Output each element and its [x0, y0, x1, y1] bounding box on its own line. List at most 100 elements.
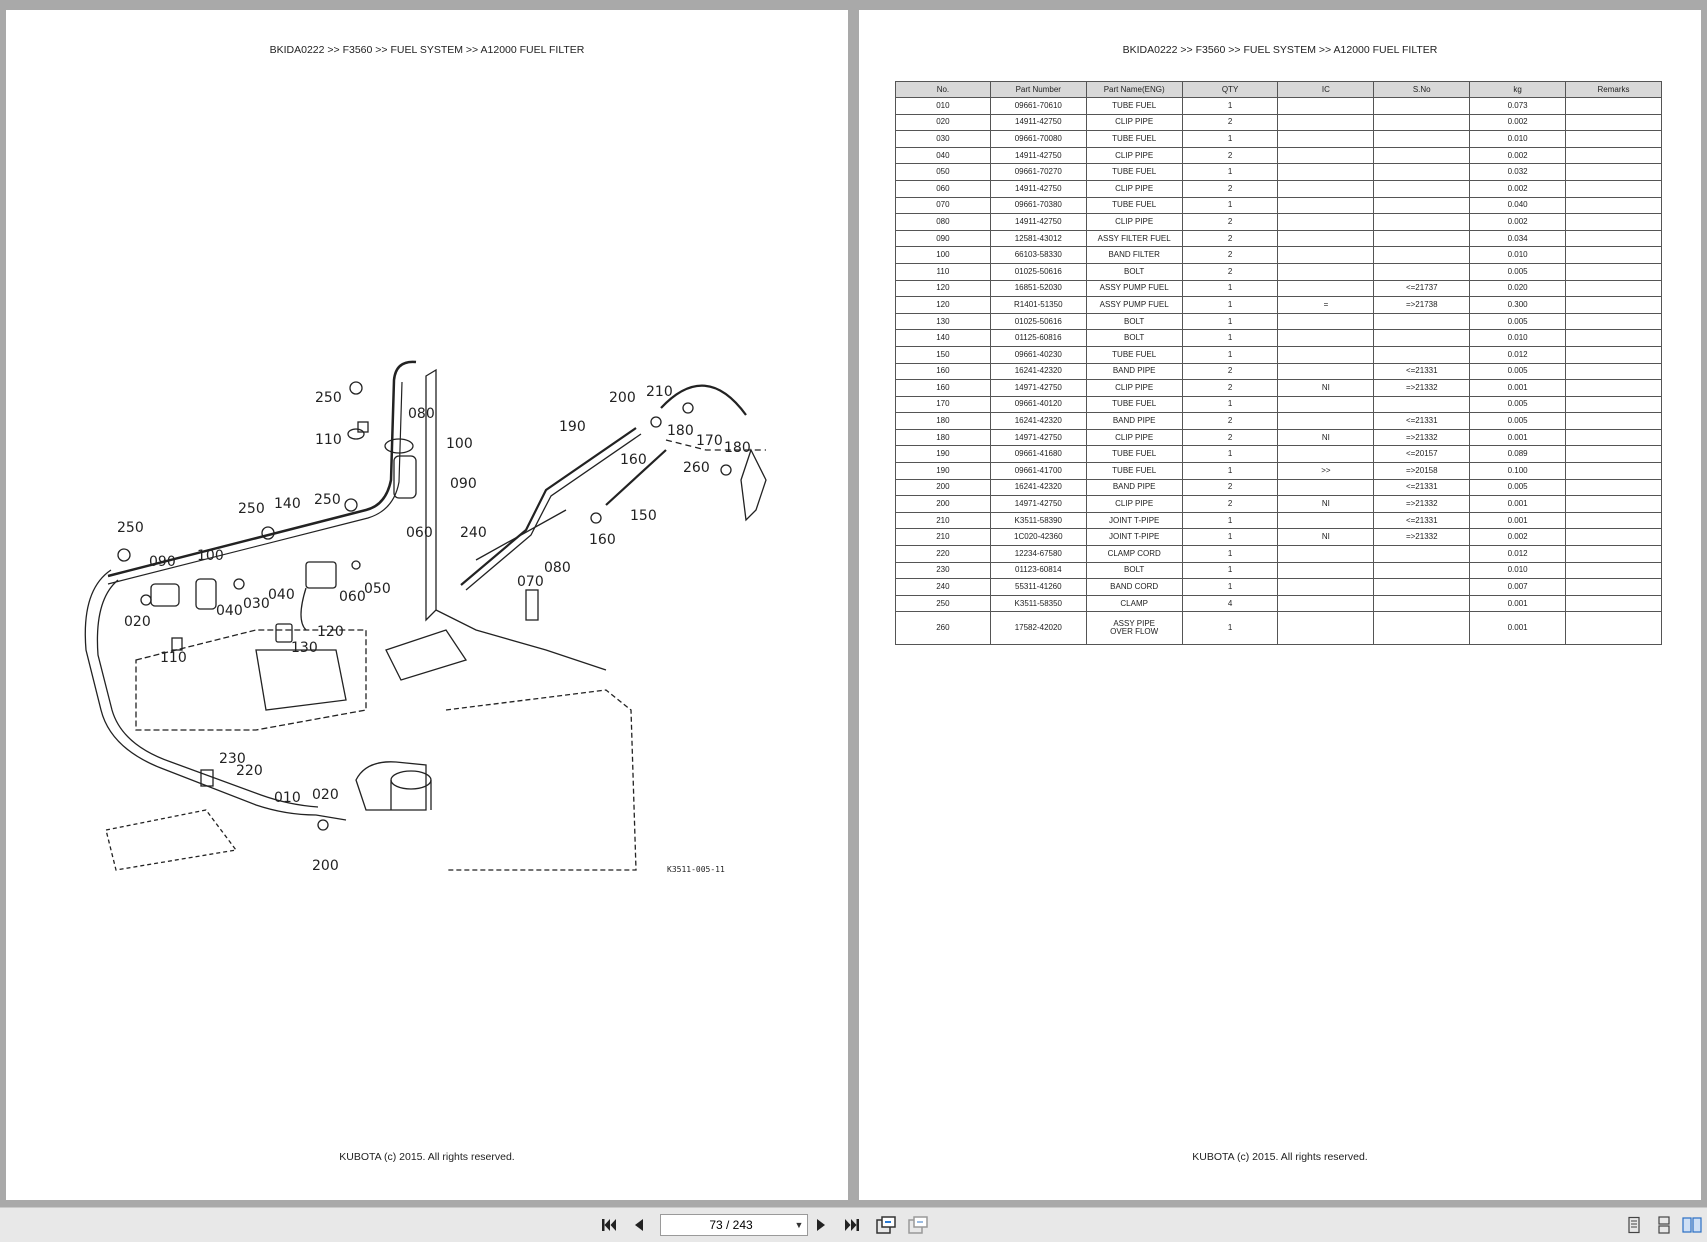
table-cell: 09661-41700: [989, 462, 1087, 480]
table-cell: 240: [895, 578, 991, 596]
table-cell: K3511-58390: [989, 511, 1087, 530]
table-cell: 09661-40230: [989, 345, 1087, 364]
callout-label: 040: [216, 603, 243, 619]
callout-label: 070: [517, 574, 544, 590]
table-cell: ASSY PIPE OVER FLOW: [1085, 611, 1183, 646]
continuous-button[interactable]: [1652, 1214, 1676, 1236]
table-cell: [1277, 578, 1375, 596]
table-cell: 1: [1181, 528, 1279, 547]
table-cell: [1277, 561, 1375, 580]
table-cell: 0.073: [1469, 97, 1567, 115]
table-cell: [1373, 545, 1471, 563]
callout-label: 230: [219, 751, 246, 767]
table-cell: [1277, 445, 1375, 464]
table-cell: 190: [895, 462, 991, 480]
table-cell: 1: [1181, 545, 1279, 563]
table-cell: 110: [895, 262, 991, 281]
table-cell: TUBE FUEL: [1085, 345, 1183, 364]
table-cell: 0.001: [1469, 379, 1567, 397]
table-cell: [1565, 113, 1662, 132]
table-cell: [1373, 97, 1471, 115]
table-cell: 210: [895, 528, 991, 547]
next-page-button[interactable]: [809, 1214, 833, 1236]
table-cell: ASSY PUMP FUEL: [1085, 279, 1183, 298]
single-page-button[interactable]: [1622, 1214, 1646, 1236]
previous-page-button[interactable]: [627, 1214, 651, 1236]
last-page-button[interactable]: [840, 1214, 864, 1236]
table-cell: [1373, 146, 1471, 165]
table-cell: [1277, 213, 1375, 231]
copyright-footer: KUBOTA (c) 2015. All rights reserved.: [1192, 1151, 1368, 1163]
table-cell: TUBE FUEL: [1085, 163, 1183, 181]
callout-label: 200: [312, 858, 339, 874]
table-cell: 09661-70380: [989, 196, 1087, 215]
table-cell: 16241-42320: [989, 478, 1087, 497]
table-cell: [1373, 113, 1471, 132]
table-cell: [1565, 262, 1662, 281]
table-cell: [1277, 229, 1375, 248]
table-cell: NI: [1277, 495, 1375, 513]
table-cell: [1565, 246, 1662, 264]
facing-pages-button[interactable]: [1680, 1214, 1704, 1236]
table-cell: 14911-42750: [989, 179, 1087, 198]
table-cell: ASSY PUMP FUEL: [1085, 296, 1183, 314]
table-cell: BOLT: [1085, 561, 1183, 580]
table-cell: 0.010: [1469, 246, 1567, 264]
table-cell: 09661-41680: [989, 445, 1087, 464]
callout-label: 130: [291, 640, 318, 656]
callout-label: 060: [406, 525, 433, 541]
table-cell: BAND PIPE: [1085, 478, 1183, 497]
table-cell: 09661-70080: [989, 130, 1087, 148]
column-header: IC: [1277, 81, 1375, 98]
table-cell: CLAMP: [1085, 594, 1183, 613]
table-cell: CLIP PIPE: [1085, 495, 1183, 513]
table-cell: 0.002: [1469, 113, 1567, 132]
table-cell: 160: [895, 379, 991, 397]
table-cell: 16241-42320: [989, 362, 1087, 381]
table-cell: =>21738: [1373, 296, 1471, 314]
table-cell: [1373, 329, 1471, 347]
table-cell: 0.005: [1469, 362, 1567, 381]
table-cell: [1373, 179, 1471, 198]
callout-label: 150: [630, 508, 657, 524]
table-cell: 080: [895, 213, 991, 231]
fit-width-button[interactable]: [874, 1214, 898, 1236]
table-cell: 200: [895, 495, 991, 513]
table-cell: 0.089: [1469, 445, 1567, 464]
table-cell: [1277, 196, 1375, 215]
first-page-button[interactable]: [597, 1214, 621, 1236]
table-cell: [1565, 296, 1662, 314]
table-cell: <=21331: [1373, 478, 1471, 497]
table-cell: 16851-52030: [989, 279, 1087, 298]
table-cell: 230: [895, 561, 991, 580]
viewer-toolbar: 73 / 243 ▼: [0, 1207, 1707, 1242]
table-cell: 14911-42750: [989, 146, 1087, 165]
page-number-selector[interactable]: 73 / 243 ▼: [660, 1214, 808, 1236]
table-cell: BOLT: [1085, 312, 1183, 331]
table-cell: NI: [1277, 528, 1375, 547]
table-cell: 1C020-42360: [989, 528, 1087, 547]
table-cell: [1373, 196, 1471, 215]
table-cell: 1: [1181, 395, 1279, 414]
table-cell: 1: [1181, 279, 1279, 298]
table-cell: <=21737: [1373, 279, 1471, 298]
callout-label: 260: [683, 460, 710, 476]
table-cell: [1277, 545, 1375, 563]
table-cell: [1277, 395, 1375, 414]
table-cell: [1373, 561, 1471, 580]
fit-page-button[interactable]: [906, 1214, 930, 1236]
table-cell: BAND PIPE: [1085, 362, 1183, 381]
table-cell: 150: [895, 345, 991, 364]
